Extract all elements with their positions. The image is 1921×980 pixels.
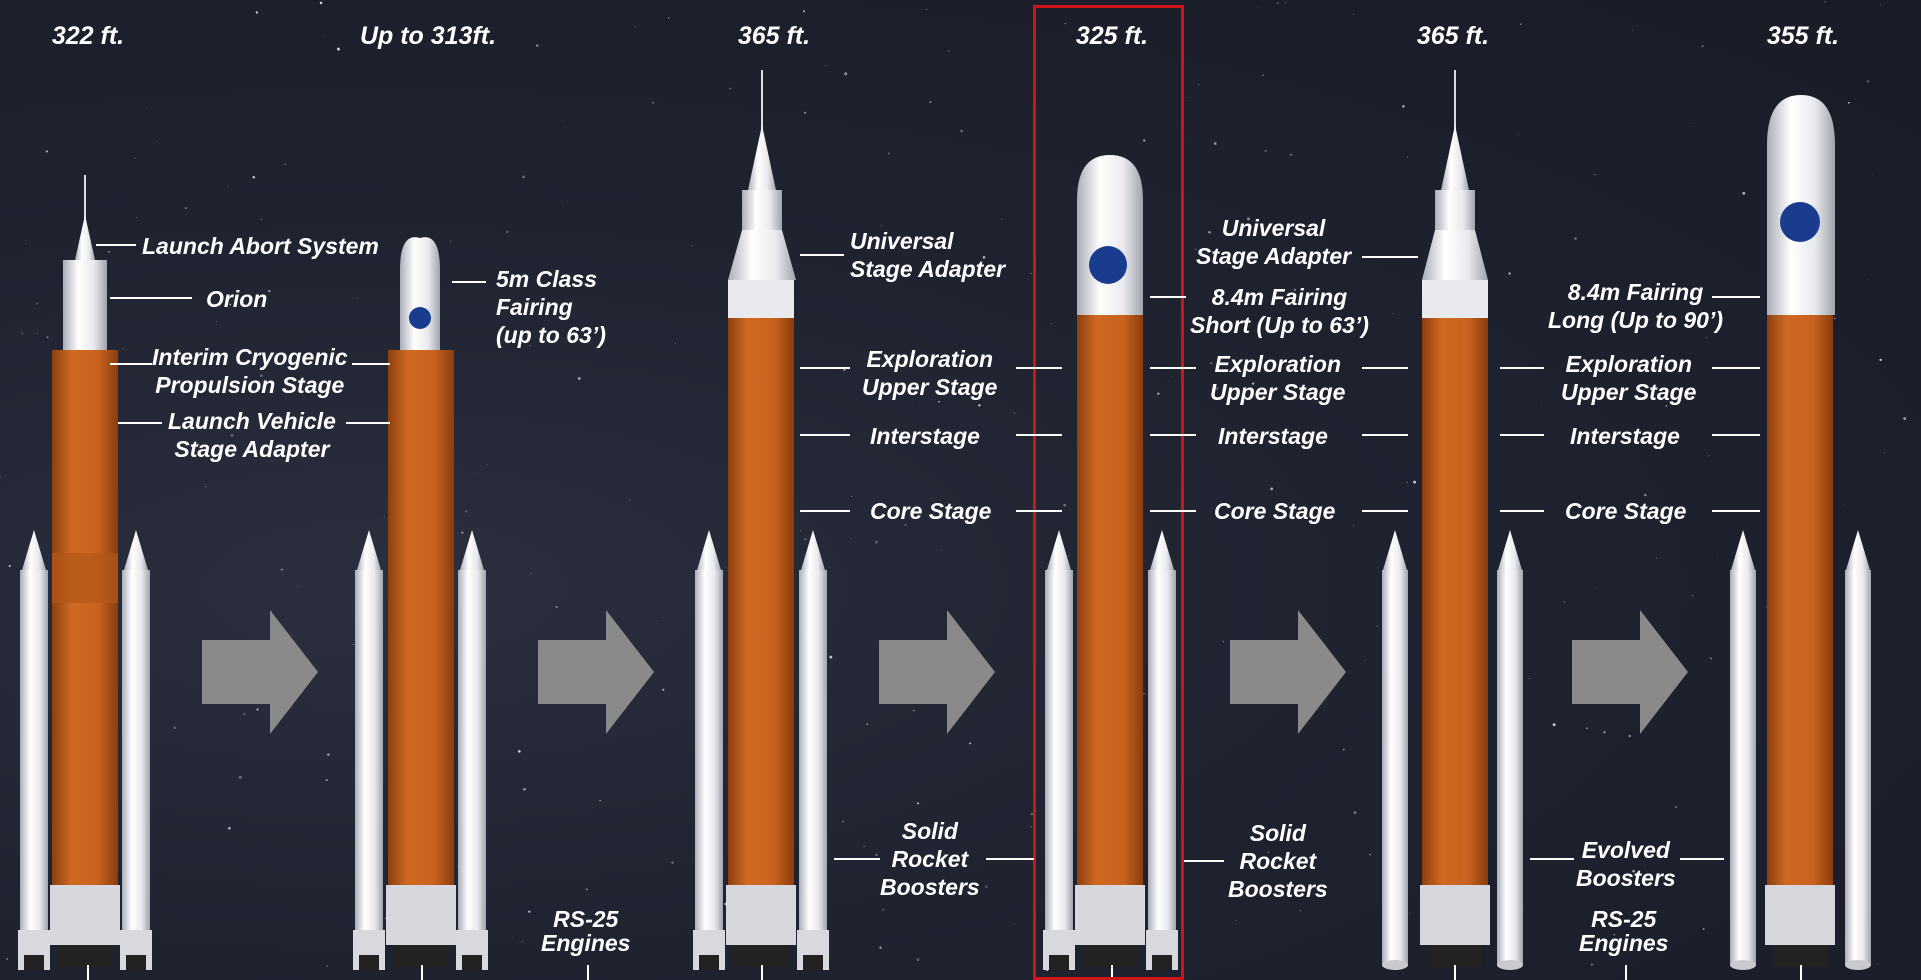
leader-line [352, 363, 390, 365]
label-launch-abort-system: Launch Abort System [142, 232, 379, 260]
leader-line [1150, 434, 1196, 436]
leader-line [118, 422, 162, 424]
label-core-stage-3: Core Stage [1565, 497, 1686, 525]
label-core-stage-2: Core Stage [1214, 497, 1335, 525]
arrow-icon [1572, 610, 1688, 734]
rocket-block1b-crew [693, 70, 829, 970]
height-label-3: 365 ft. [738, 22, 810, 51]
arrow-icon [202, 610, 318, 734]
leader-line [452, 281, 486, 283]
label-orion: Orion [206, 285, 267, 313]
leader-line [800, 254, 844, 256]
height-label-6: 355 ft. [1767, 22, 1839, 51]
rocket-block2-crew [1382, 70, 1523, 970]
leader-line [346, 422, 390, 424]
leader-line [1680, 858, 1724, 860]
height-label-5: 365 ft. [1417, 22, 1489, 51]
leader-line [96, 244, 136, 246]
leader-line [800, 510, 850, 512]
rocket-block2-cargo [1730, 95, 1871, 970]
leader-line [1500, 510, 1544, 512]
leader-line [800, 434, 850, 436]
leader-line [1016, 367, 1062, 369]
arrow-icon [879, 610, 995, 734]
label-interstage-1: Interstage [870, 422, 980, 450]
label-interstage-3: Interstage [1570, 422, 1680, 450]
rocket-block1-cargo [353, 237, 488, 970]
leader-line [1150, 510, 1196, 512]
highlight-frame [1033, 5, 1184, 980]
leader-line [1500, 434, 1544, 436]
label-core-stage-1: Core Stage [870, 497, 991, 525]
leader-line [1712, 367, 1760, 369]
leader-line [1712, 510, 1760, 512]
leader-line [1184, 860, 1224, 862]
leader-line [986, 858, 1034, 860]
height-label-4: 325 ft. [1076, 22, 1148, 51]
leader-line [1016, 434, 1062, 436]
leader-line [1362, 510, 1408, 512]
leader-line [834, 858, 880, 860]
leader-line [1150, 367, 1196, 369]
rocket-block1-crew [18, 175, 152, 970]
leader-line [1712, 434, 1760, 436]
leader-line [1362, 367, 1408, 369]
label-interstage-2: Interstage [1218, 422, 1328, 450]
leader-line [1362, 434, 1408, 436]
leader-line [800, 367, 850, 369]
leader-line [110, 363, 152, 365]
arrow-icon [1230, 610, 1346, 734]
arrow-icon [538, 610, 654, 734]
leader-line [110, 297, 192, 299]
leader-line [1362, 256, 1418, 258]
leader-line [1150, 296, 1186, 298]
leader-line [1016, 510, 1062, 512]
leader-line [1500, 367, 1544, 369]
height-label-1: 322 ft. [52, 22, 124, 51]
height-label-2: Up to 313ft. [360, 22, 496, 51]
leader-line [1530, 858, 1574, 860]
leader-line [1712, 296, 1760, 298]
